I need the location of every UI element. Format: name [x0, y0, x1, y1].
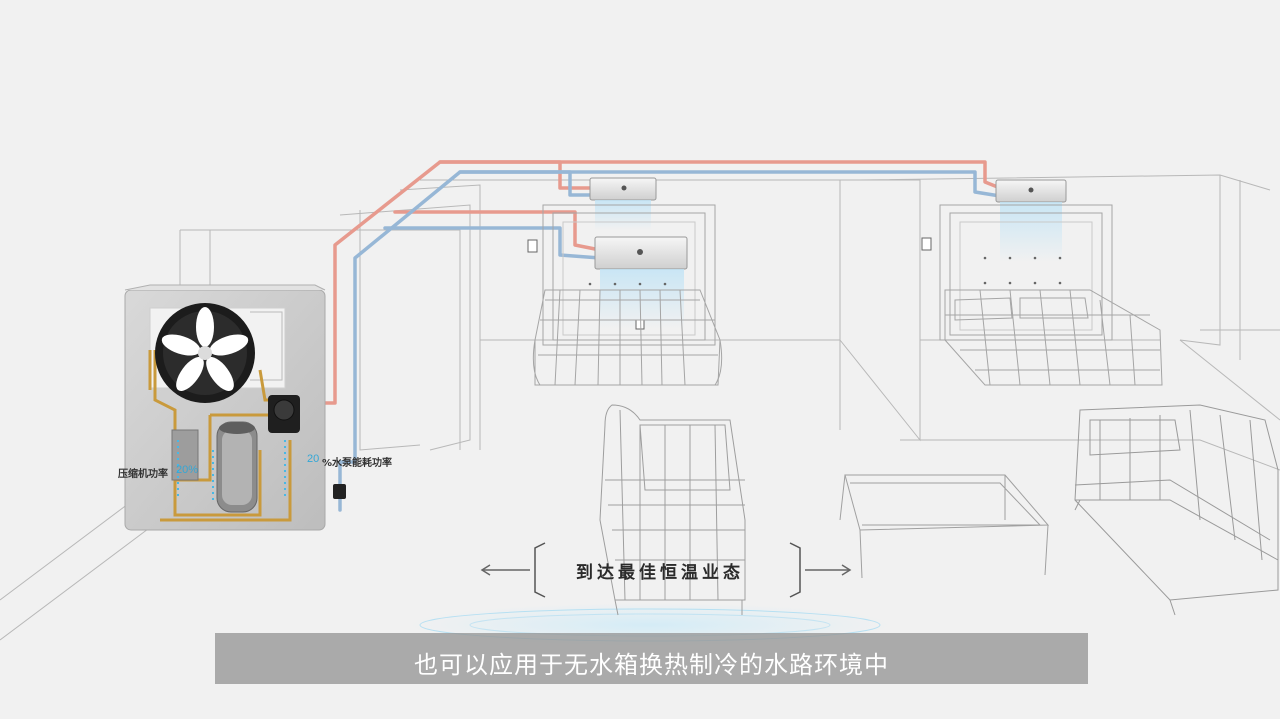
- compressor-power-percent: 20%: [176, 464, 199, 476]
- sofa-wireframe: [1074, 404, 1279, 616]
- cold-pipe-main: [338, 170, 1002, 512]
- coffee-table-wireframe: [839, 474, 1050, 579]
- cold-pipe-branch-1: [458, 170, 594, 197]
- hot-pipe-branch-2: [393, 210, 602, 252]
- pump-power-label: %水泵能耗功率: [322, 458, 393, 469]
- hot-pipe-branch-1: [438, 160, 592, 190]
- cold-pipe-branch-2: [383, 226, 602, 260]
- outdoor-unit: [124, 284, 326, 531]
- callout-headline: 到达最佳恒温业态: [576, 563, 744, 583]
- bed-1-wireframe: [532, 204, 723, 386]
- pump-icon: [268, 395, 300, 433]
- arrow-left-icon: [480, 564, 530, 576]
- compressor-icon: [216, 421, 258, 513]
- fan-icon: [155, 303, 255, 403]
- arrow-right-icon: [805, 564, 852, 576]
- subtitle-bar: 也可以应用于无水箱换热制冷的水路环境中: [215, 633, 1088, 684]
- pump-power-percent: 20: [307, 453, 320, 465]
- callout-frame: [534, 542, 801, 598]
- subtitle-text: 也可以应用于无水箱换热制冷的水路环境中: [414, 651, 889, 679]
- callout: 到达最佳恒温业态: [470, 540, 850, 600]
- valve-icon: [333, 484, 346, 499]
- wall-switch-icon: [527, 237, 932, 330]
- bed-2-wireframe: [939, 204, 1163, 386]
- ac-unit-3: [995, 179, 1067, 262]
- ac-unit-2: [594, 236, 688, 329]
- armchair-wireframe: [599, 404, 746, 616]
- refrigerant-pipes: [308, 160, 1002, 512]
- compressor-power-label: 压缩机功率: [118, 469, 168, 480]
